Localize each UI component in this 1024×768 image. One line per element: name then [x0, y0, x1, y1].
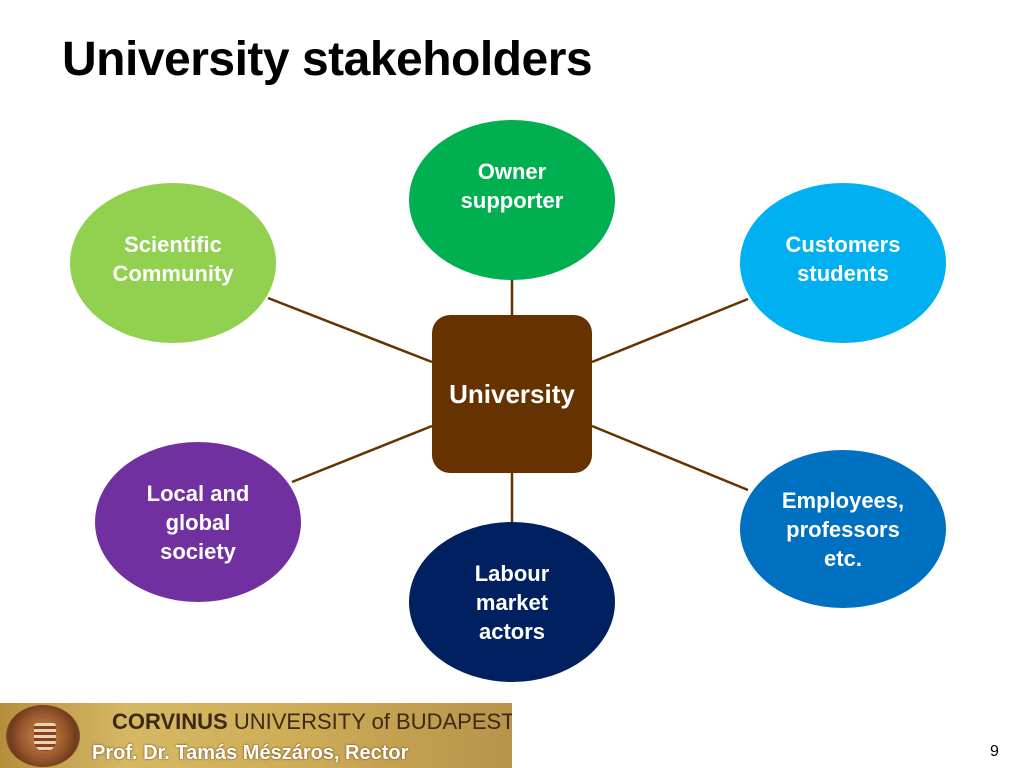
- node-customers-students: Customers students: [740, 183, 946, 343]
- node-employees: Employees, professors etc.: [740, 450, 946, 608]
- node-labour-market-label: Labour market actors: [474, 560, 550, 644]
- connector-employees: [591, 424, 749, 492]
- connector-local: [291, 424, 433, 484]
- university-banner: CORVINUS UNIVERSITY of BUDAPEST: [0, 703, 512, 768]
- node-employees-label: Employees, professors etc.: [781, 487, 905, 571]
- university-seal-logo: [6, 705, 80, 767]
- node-owner-supporter: Owner supporter: [409, 120, 615, 280]
- presenter-name: Prof. Dr. Tamás Mészáros, Rector: [92, 742, 409, 764]
- university-name-logo: CORVINUS UNIVERSITY of BUDAPEST: [112, 709, 512, 735]
- node-scientific-community: Scientific Community: [70, 183, 276, 343]
- node-local-global-society: Local and global society: [95, 442, 301, 602]
- node-local-global-society-label: Local and global society: [146, 480, 250, 564]
- seal-shield-icon: [34, 723, 56, 751]
- connector-customers: [591, 297, 749, 364]
- logo-bold-text: CORVINUS: [112, 709, 228, 734]
- node-university: University: [432, 315, 592, 473]
- node-labour-market: Labour market actors: [409, 522, 615, 682]
- node-owner-supporter-label: Owner supporter: [460, 159, 564, 213]
- page-number: 9: [990, 743, 999, 760]
- slide-title: University stakeholders: [62, 33, 593, 86]
- node-customers-students-label: Customers students: [785, 232, 901, 286]
- node-university-label: University: [449, 378, 575, 409]
- connector-scientific: [267, 296, 433, 364]
- logo-rest-text: UNIVERSITY of BUDAPEST: [227, 709, 512, 734]
- node-scientific-community-label: Scientific Community: [112, 232, 234, 286]
